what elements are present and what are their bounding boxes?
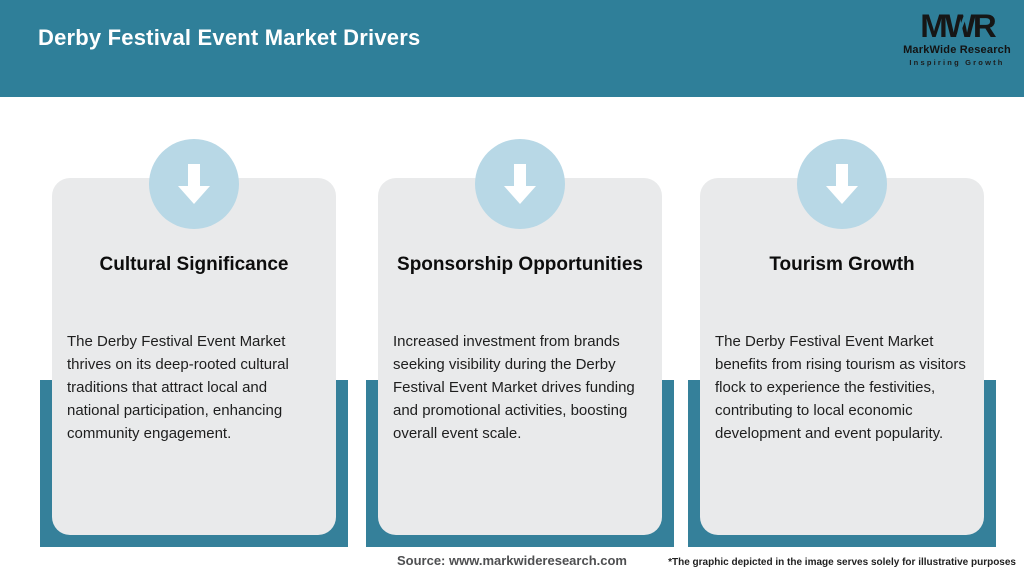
driver-column-3: Tourism Growth The Derby Festival Event … [688, 0, 996, 576]
brand-logo: MWR MarkWide Research Inspiring Growth [902, 9, 1012, 67]
header-bar: Derby Festival Event Market Drivers MWR … [0, 0, 1024, 97]
card-title: Sponsorship Opportunities [397, 254, 643, 275]
down-arrow-icon [797, 139, 887, 229]
down-arrow-icon [475, 139, 565, 229]
card-body: Increased investment from brands seeking… [393, 333, 635, 442]
card-title: Tourism Growth [769, 254, 915, 275]
logo-monogram: MWR [920, 9, 996, 42]
driver-card-cultural-significance: Cultural Significance The Derby Festival… [52, 178, 336, 535]
down-arrow-glyph [826, 164, 858, 204]
source-text: Source: www.markwideresearch.com [396, 553, 627, 568]
driver-card-sponsorship-opportunities: Sponsorship Opportunities Increased inve… [378, 178, 662, 535]
logo-company-name: MarkWide Research [903, 44, 1011, 56]
driver-card-tourism-growth: Tourism Growth The Derby Festival Event … [700, 178, 984, 535]
logo-tagline: Inspiring Growth [909, 58, 1005, 67]
down-arrow-icon [149, 139, 239, 229]
card-title: Cultural Significance [99, 254, 289, 275]
driver-column-1: Cultural Significance The Derby Festival… [40, 0, 348, 576]
driver-column-2: Sponsorship Opportunities Increased inve… [366, 0, 674, 576]
page-title: Derby Festival Event Market Drivers [38, 25, 421, 50]
card-body: The Derby Festival Event Market benefits… [715, 333, 966, 442]
down-arrow-glyph [178, 164, 210, 204]
disclaimer-text: *The graphic depicted in the image serve… [668, 557, 1016, 568]
down-arrow-glyph [504, 164, 536, 204]
card-body: The Derby Festival Event Market thrives … [67, 333, 289, 442]
